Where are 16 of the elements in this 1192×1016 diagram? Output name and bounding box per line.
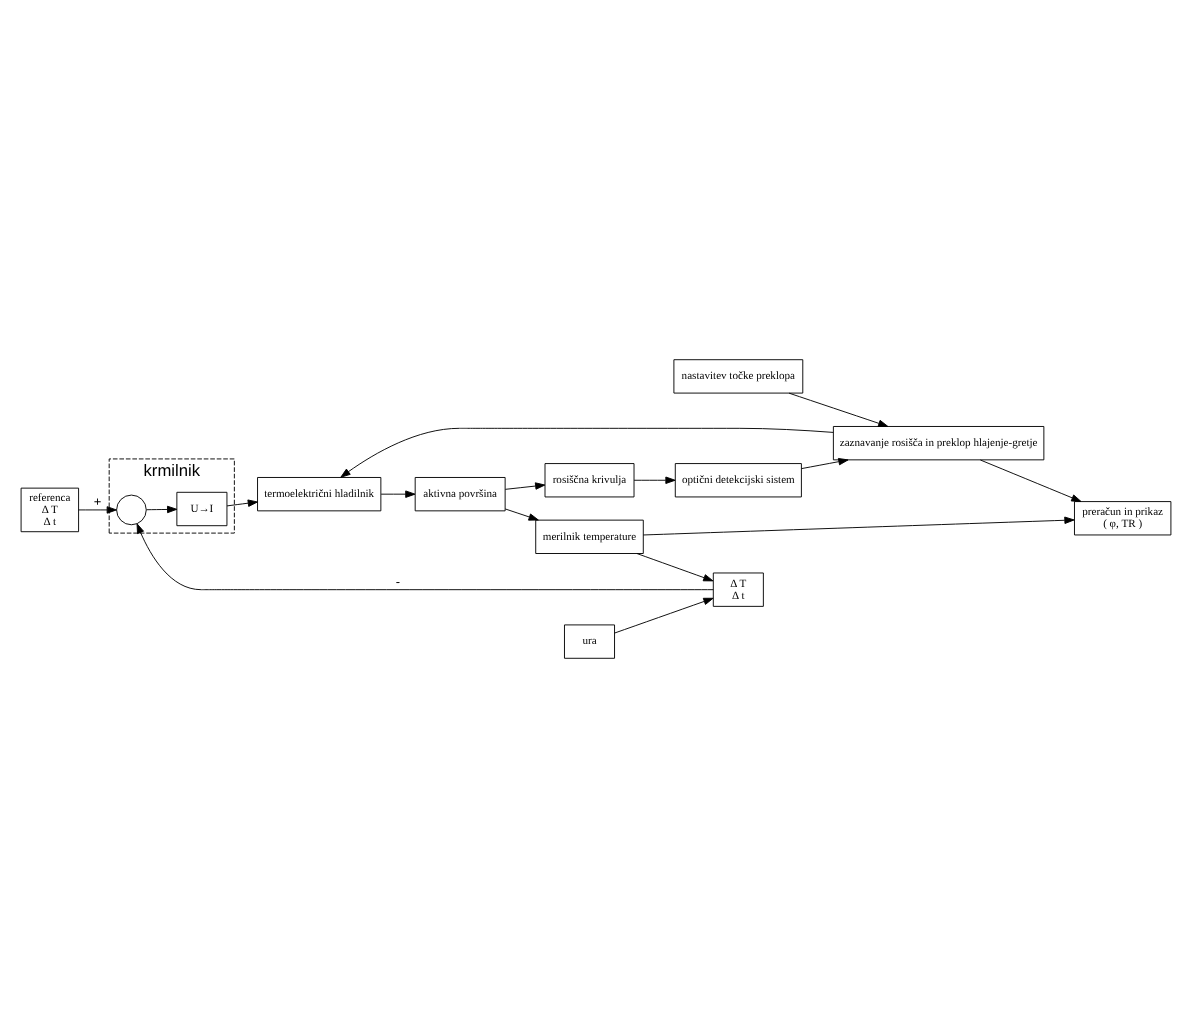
arrow [980,458,1082,501]
arrow [340,426,834,477]
arrow [636,552,714,581]
node-circle [116,493,147,525]
arrow [146,504,178,513]
arrow [633,475,676,483]
arrow [78,505,117,513]
arrow [136,522,714,590]
arrow [801,456,849,469]
arrow [380,489,416,497]
arrow [642,515,1075,535]
arrow [504,507,539,520]
arrow [788,391,889,426]
arrow [504,481,546,489]
arrow [226,498,258,506]
arrow [614,596,714,633]
